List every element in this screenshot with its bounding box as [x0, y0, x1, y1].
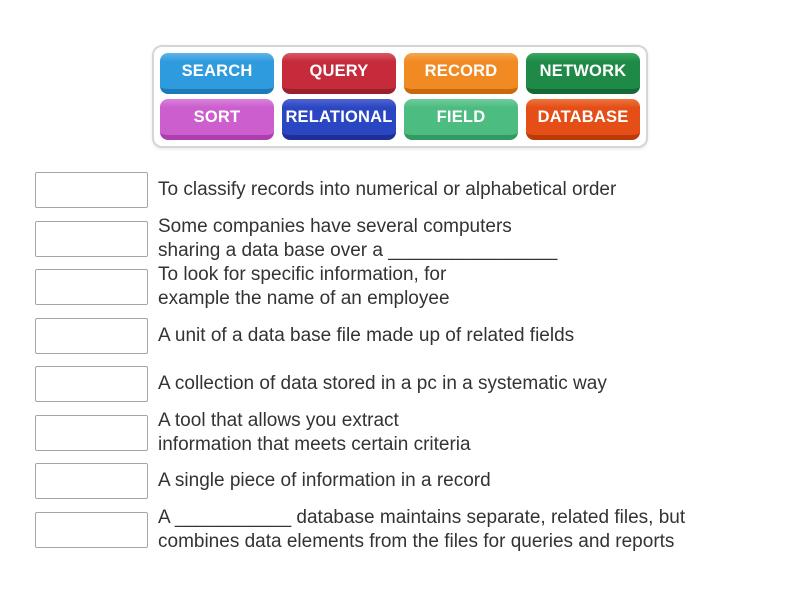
word-tile-record[interactable]: RECORD	[404, 53, 518, 94]
word-tile-query[interactable]: QUERY	[282, 53, 396, 94]
answer-drop-slot-4[interactable]	[35, 317, 148, 354]
word-tile-field[interactable]: FIELD	[404, 99, 518, 140]
answer-drop-slot-5[interactable]	[35, 366, 148, 403]
word-bank-panel: SEARCH QUERY RECORD NETWORK SORT RELATIO…	[152, 45, 648, 148]
word-tile-network[interactable]: NETWORK	[526, 53, 640, 94]
answer-drop-slot-7[interactable]	[35, 463, 148, 500]
definition-text-4: A unit of a data base file made up of re…	[158, 324, 575, 346]
match-row: A tool that allows you extract informati…	[35, 409, 790, 458]
definition-text-2: Some companies have several computers sh…	[158, 215, 558, 261]
match-row: A collection of data stored in a pc in a…	[35, 360, 790, 409]
word-tile-database[interactable]: DATABASE	[526, 99, 640, 140]
match-row: To classify records into numerical or al…	[35, 166, 790, 215]
definition-text-5: A collection of data stored in a pc in a…	[158, 373, 607, 395]
answer-drop-slot-1[interactable]	[35, 172, 148, 209]
answer-drop-slot-2[interactable]	[35, 220, 148, 257]
match-row: A ___________ database maintains separat…	[35, 506, 790, 555]
match-row: To look for specific information, for ex…	[35, 263, 790, 312]
definitions-list: To classify records into numerical or al…	[35, 166, 790, 554]
definition-text-3: To look for specific information, for ex…	[158, 264, 450, 310]
match-row: A single piece of information in a recor…	[35, 457, 790, 506]
definition-text-7: A single piece of information in a recor…	[158, 470, 491, 492]
definition-text-8: A ___________ database maintains separat…	[158, 506, 686, 552]
word-tile-search[interactable]: SEARCH	[160, 53, 274, 94]
answer-drop-slot-6[interactable]	[35, 414, 148, 451]
match-row: A unit of a data base file made up of re…	[35, 312, 790, 361]
match-row: Some companies have several computers sh…	[35, 215, 790, 264]
definition-text-6: A tool that allows you extract informati…	[158, 409, 471, 455]
word-tile-relational[interactable]: RELATIONAL	[282, 99, 396, 140]
answer-drop-slot-8[interactable]	[35, 511, 148, 548]
word-tile-sort[interactable]: SORT	[160, 99, 274, 140]
definition-text-1: To classify records into numerical or al…	[158, 179, 617, 201]
answer-drop-slot-3[interactable]	[35, 269, 148, 306]
